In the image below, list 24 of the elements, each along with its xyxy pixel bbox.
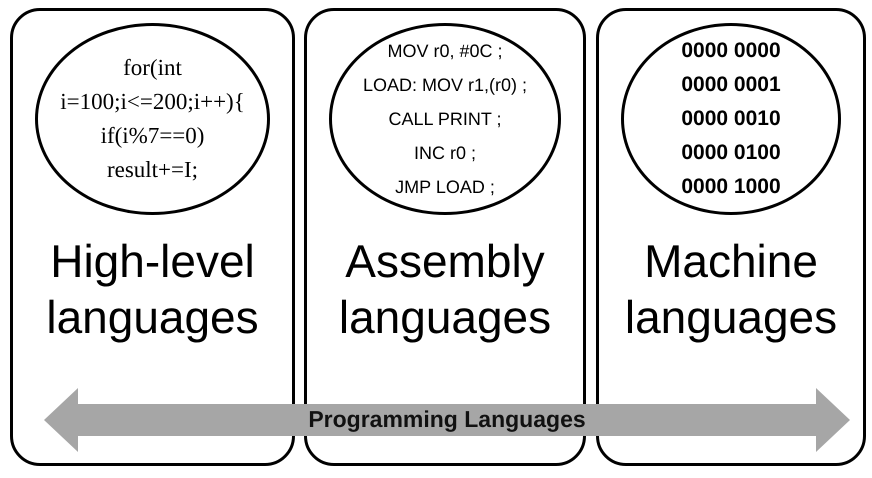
code-line: if(i%7==0): [100, 122, 204, 150]
code-ellipse: [621, 23, 841, 215]
panel-card: [596, 8, 866, 466]
code-line: 0000 0010: [681, 106, 781, 132]
panel-title: Assembly languages: [338, 234, 552, 345]
code-line: 0000 1000: [681, 174, 781, 200]
arrow-label: Programming Languages: [307, 405, 587, 434]
code-line: i=100;i<=200;i++){: [60, 88, 245, 116]
code-line: CALL PRINT ;: [388, 108, 502, 131]
panel-title: Machine languages: [624, 234, 838, 345]
code-line: result+=I;: [106, 156, 198, 184]
panel-card: [304, 8, 586, 466]
code-line: 0000 0001: [681, 72, 781, 98]
code-line: for(int: [123, 54, 182, 82]
panel-title: High-level languages: [45, 234, 260, 345]
code-line: 0000 0100: [681, 140, 781, 166]
code-ellipse: [329, 23, 561, 215]
code-line: JMP LOAD ;: [395, 176, 495, 199]
code-ellipse: [35, 23, 270, 215]
code-line: INC r0 ;: [414, 142, 476, 165]
code-line: MOV r0, #0C ;: [387, 40, 503, 63]
panel-card: [10, 8, 295, 466]
code-line: 0000 0000: [681, 38, 781, 64]
code-line: LOAD: MOV r1,(r0) ;: [362, 74, 528, 97]
